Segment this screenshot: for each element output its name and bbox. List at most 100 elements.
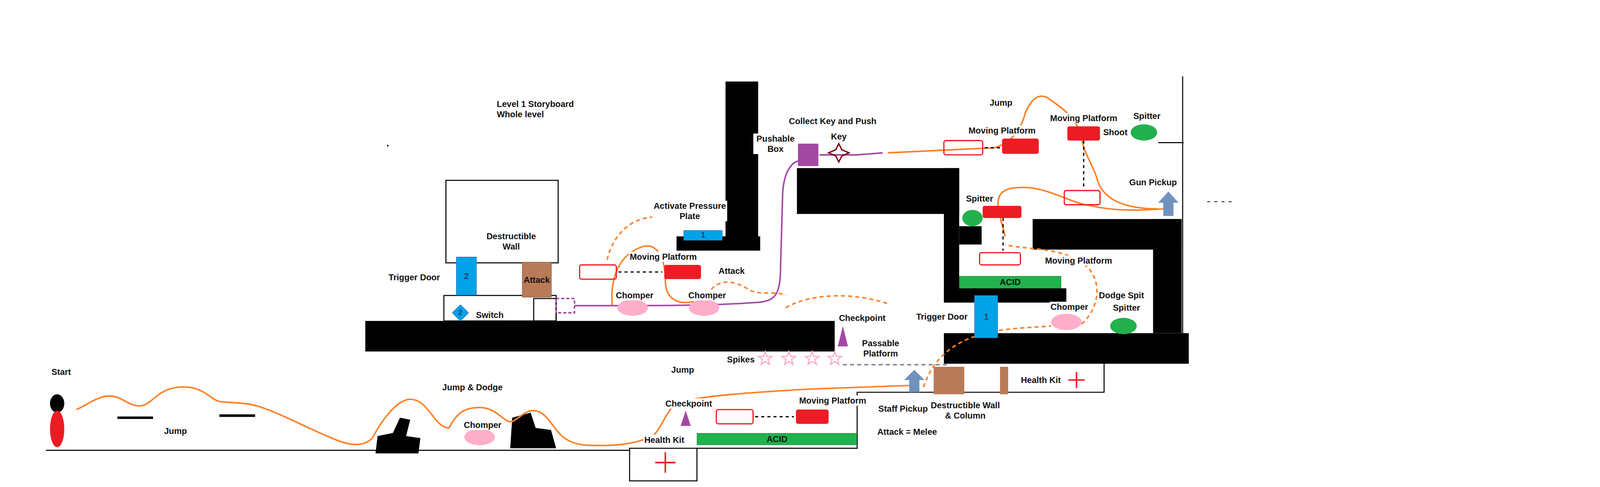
acid-pool: ACID (959, 276, 1062, 289)
annotation: Jump (670, 364, 695, 376)
title: Level 1 Storyboard Whole level (495, 98, 595, 120)
platform-track (1002, 217, 1004, 251)
annotation: Activate Pressure Plate (652, 200, 728, 222)
boundary-line (1182, 76, 1183, 337)
platform-track (1083, 140, 1085, 190)
annotation: Moving Platform (628, 251, 698, 263)
annotation: Health Kit (643, 435, 685, 446)
node-text: 2 (458, 309, 463, 317)
spitter (1110, 318, 1137, 335)
gun-pickup (1158, 191, 1179, 217)
annotation: Gun Pickup (1128, 177, 1178, 188)
spike (827, 351, 842, 365)
annotation: Checkpoint (664, 398, 714, 409)
platform-outline (716, 409, 754, 424)
annotation: Switch (474, 310, 505, 321)
spike (758, 351, 773, 365)
annotation: Collect Key and Push (788, 116, 878, 127)
annotation: Dodge Spit (1098, 290, 1146, 301)
annotation: Moving Platform (1049, 113, 1119, 124)
annotation: Destructible Wall & Column (928, 400, 1003, 421)
moving-platform (795, 409, 829, 424)
dot (387, 145, 389, 147)
annotation: Spitter (1132, 110, 1162, 122)
annotation: Shoot (1102, 127, 1129, 138)
moving-platform (664, 265, 702, 280)
annotation: Spitter (1112, 302, 1141, 314)
platform-outline (579, 265, 617, 280)
annotation: Chomper (462, 420, 503, 431)
switch-room (443, 295, 556, 322)
annotation: Chomper (1049, 301, 1090, 313)
spike (805, 351, 820, 365)
health-pit (629, 448, 697, 482)
node-text: ACID (999, 277, 1021, 287)
spike (782, 351, 796, 365)
spitter (1130, 124, 1158, 141)
annotation: Key (829, 131, 848, 142)
route-dashed (785, 295, 888, 308)
player-head (50, 394, 65, 413)
acid-base (943, 288, 1067, 303)
trigger-door: 1 (974, 295, 998, 339)
chomper (1050, 313, 1082, 331)
annotation: Jump & Dodge (441, 382, 504, 393)
pushable-box (797, 143, 819, 167)
annotation: Checkpoint (838, 313, 887, 324)
destructible-wall: Attack (522, 262, 552, 298)
route-line (887, 96, 1159, 209)
moving-platform (1002, 138, 1039, 155)
annotation: Moving Platform (967, 125, 1037, 136)
annotation: Chomper (614, 290, 655, 301)
annotation: Moving Platform (798, 395, 868, 406)
annotation: Health Kit (1020, 375, 1062, 386)
health-cross (1068, 379, 1085, 382)
destructible-column (1000, 367, 1009, 395)
small-room (533, 298, 556, 322)
upper-bar (797, 168, 960, 215)
annotation: Staff Pickup (877, 403, 929, 415)
ground-line (696, 361, 1105, 449)
annotation: Jump (163, 426, 188, 437)
annotation: Trigger Door (387, 272, 441, 283)
platform-outline (1064, 190, 1100, 205)
chomper (617, 299, 648, 317)
destructible-wall (933, 367, 965, 395)
annotation: Chomper (687, 290, 727, 301)
passable-platform (842, 364, 947, 367)
annotation: Start (50, 367, 72, 378)
platform-dash (117, 416, 153, 420)
box-target (556, 298, 575, 314)
switch-diamond: 2 (452, 304, 469, 322)
chomper (464, 429, 495, 446)
node-text: Attack (523, 275, 550, 285)
acid-pool: ACID (696, 433, 857, 446)
staff-pickup (904, 370, 925, 393)
diamond-shape (452, 304, 469, 322)
annotation: Spikes (726, 354, 756, 365)
key-star (828, 143, 850, 163)
route-line (997, 187, 1164, 237)
annotation: Attack (717, 265, 746, 277)
annotation: Pushable Box (753, 133, 798, 155)
pressure-plate: 1 (683, 230, 723, 241)
annotation: Attack = Melee (876, 426, 938, 438)
top-right-bar (1032, 219, 1182, 250)
annotation: Trigger Door (915, 311, 969, 323)
platform-outline (979, 252, 1021, 266)
annotation: Destructible Wall (477, 231, 545, 252)
moving-platform (1067, 126, 1100, 141)
mark-dash (1207, 201, 1235, 203)
annotation: Spitter (965, 193, 995, 204)
annotation: Moving Platform (1044, 255, 1114, 266)
checkpoint-flag (680, 410, 691, 427)
trigger-door: 2 (456, 256, 477, 296)
spitter (962, 209, 983, 227)
node-text: ACID (766, 434, 788, 445)
health-cross (655, 462, 676, 464)
checkpoint-flag (837, 326, 848, 347)
node-text: 2 (463, 271, 469, 281)
moving-platform (982, 205, 1022, 219)
